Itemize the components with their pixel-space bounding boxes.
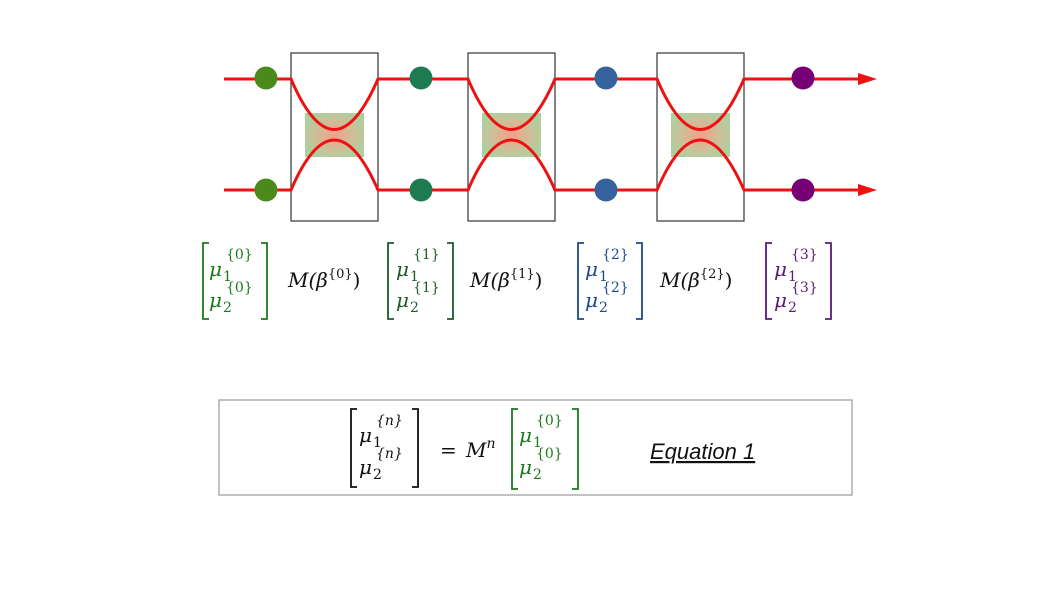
vector-stage0: μ1 {0} μ2 {0} xyxy=(202,242,268,320)
vector-stage3: μ1 {3} μ2 {3} xyxy=(765,242,832,320)
vector-entry-top-sup: {0} xyxy=(226,247,253,263)
operator-M-2: M(β{2}) xyxy=(659,267,732,292)
bracket-right xyxy=(447,242,454,320)
equation-label: Equation 1 xyxy=(650,439,755,464)
bracket-left xyxy=(511,408,518,490)
vector-entry-top: μ1 xyxy=(396,257,419,285)
rhs-entry-top: μ1 xyxy=(519,423,542,451)
bracket-left xyxy=(202,242,209,320)
vector-entry-top-sup: {3} xyxy=(791,247,818,263)
rhs-entry-top-sup: {0} xyxy=(536,413,563,429)
equation-rhs-vector: μ1 {0} μ2 {0} xyxy=(511,408,579,490)
coupler-1 xyxy=(290,52,379,222)
bracket-right xyxy=(261,242,268,320)
lhs-entry-bottom-sup: {n} xyxy=(376,446,403,462)
waveguide-top xyxy=(224,77,862,131)
rhs-entry-bottom: μ2 xyxy=(519,455,542,483)
vector-entry-top: μ1 xyxy=(774,257,797,285)
arrowhead-top-icon xyxy=(858,73,877,85)
arrowhead-bottom-icon xyxy=(858,184,877,196)
lhs-entry-bottom: μ2 xyxy=(359,455,382,483)
node-stage2-bottom xyxy=(594,178,618,202)
equals-sign: = xyxy=(440,438,457,462)
bracket-right xyxy=(825,242,832,320)
vector-entry-bottom-sup: {1} xyxy=(413,280,440,296)
node-stage2-top xyxy=(594,66,618,90)
vector-entry-top: μ1 xyxy=(209,257,232,285)
equation-lhs-vector: μ1 {n} μ2 {n} xyxy=(350,408,419,488)
bracket-left xyxy=(350,408,357,488)
vector-entry-bottom-sup: {0} xyxy=(226,280,253,296)
node-stage3-bottom xyxy=(791,178,815,202)
bracket-right xyxy=(412,408,419,488)
operator-M-1: M(β{1}) xyxy=(469,267,542,292)
vector-entry-bottom: μ2 xyxy=(209,288,232,316)
rhs-entry-bottom-sup: {0} xyxy=(536,446,563,462)
lhs-entry-top-sup: {n} xyxy=(376,413,403,429)
bracket-left xyxy=(765,242,772,320)
vector-entry-top: μ1 xyxy=(585,257,608,285)
coupler-2 xyxy=(467,52,556,222)
node-stage3-top xyxy=(791,66,815,90)
bracket-right xyxy=(636,242,643,320)
equation-box: μ1 {n} μ2 {n} = Mn μ1 {0} μ2 {0} Equatio… xyxy=(218,399,853,496)
vector-entry-bottom: μ2 xyxy=(396,288,419,316)
equation-frame xyxy=(218,399,853,496)
vector-entry-bottom-sup: {3} xyxy=(791,280,818,296)
vector-entry-bottom: μ2 xyxy=(774,288,797,316)
node-stage0-top xyxy=(254,66,278,90)
vector-stage2: μ1 {2} μ2 {2} xyxy=(577,242,643,320)
vector-entry-bottom: μ2 xyxy=(585,288,608,316)
node-stage0-bottom xyxy=(254,178,278,202)
operator-M-power: Mn xyxy=(465,436,496,462)
vector-entry-bottom-sup: {2} xyxy=(602,280,629,296)
vector-entry-top-sup: {1} xyxy=(413,247,440,263)
bracket-left xyxy=(387,242,394,320)
node-stage1-top xyxy=(409,66,433,90)
waveguide-bottom xyxy=(224,138,862,192)
node-stage1-bottom xyxy=(409,178,433,202)
coupler-3 xyxy=(656,52,745,222)
operator-M-0: M(β{0}) xyxy=(287,267,360,292)
vector-stage1: μ1 {1} μ2 {1} xyxy=(387,242,454,320)
bracket-right xyxy=(572,408,579,490)
vector-entry-top-sup: {2} xyxy=(602,247,629,263)
bracket-left xyxy=(577,242,584,320)
lhs-entry-top: μ1 xyxy=(359,423,382,451)
